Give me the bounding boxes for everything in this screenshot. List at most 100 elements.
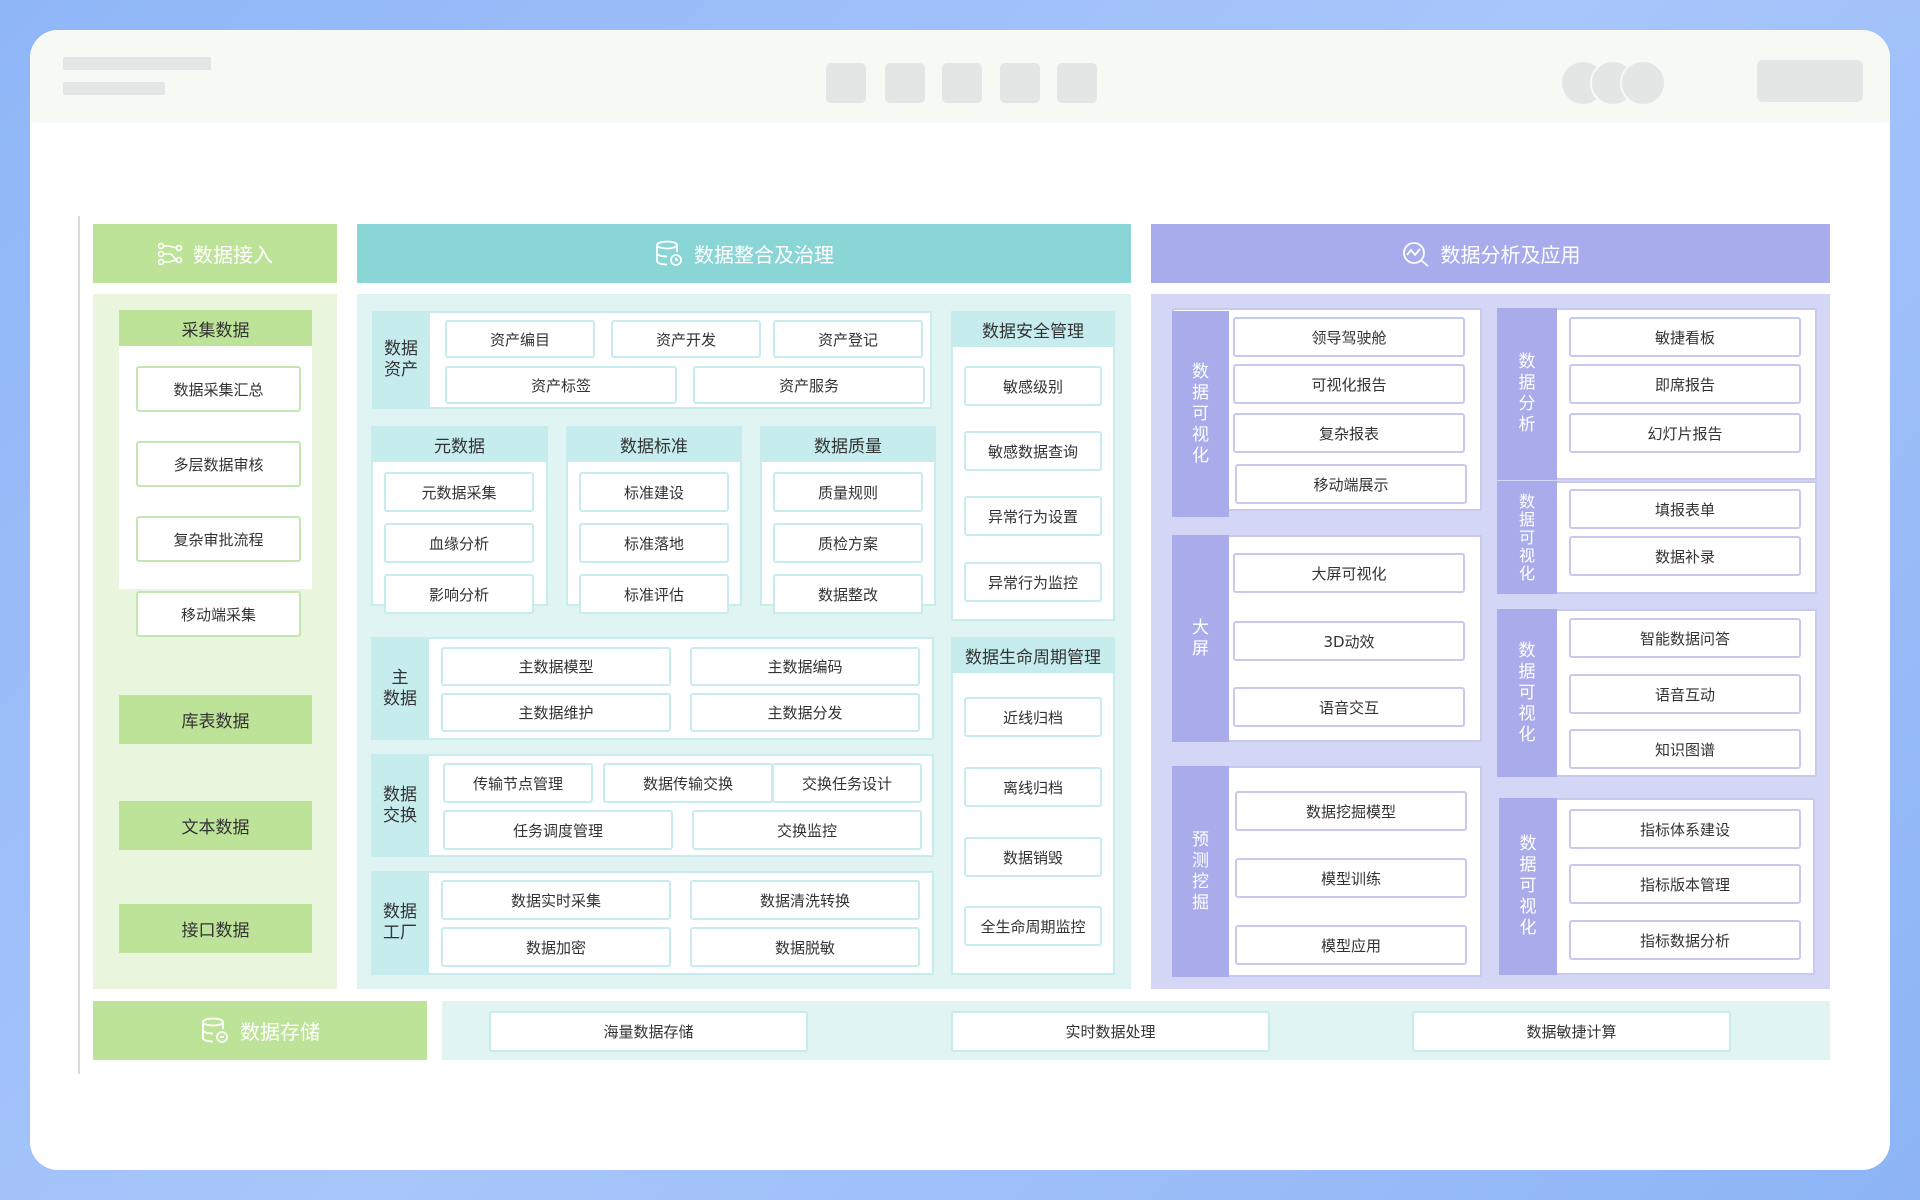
access-header-label: 数据接入 [193,243,273,267]
tab-table-data[interactable]: 库表数据 [119,695,312,744]
master-item[interactable]: 主数据分发 [690,693,920,732]
vis-label: 数 据 可 视 化 [1172,311,1229,517]
storage-item[interactable]: 数据敏捷计算 [1412,1011,1731,1052]
asset-item[interactable]: 资产开发 [611,320,761,358]
storage-item[interactable]: 海量数据存储 [489,1011,808,1052]
meta-item[interactable]: 影响分析 [384,574,534,614]
title-placeholder [63,57,211,70]
screen-item[interactable]: 语音交互 [1233,687,1465,727]
tab-api-data[interactable]: 接口数据 [119,904,312,953]
asset-label: 数据 资产 [372,311,430,409]
asset-item[interactable]: 资产服务 [693,366,925,404]
lifecycle-item[interactable]: 近线归档 [964,697,1102,737]
factory-item[interactable]: 数据加密 [441,927,671,967]
asset-item[interactable]: 资产标签 [445,366,677,404]
vis-item[interactable]: 复杂报表 [1233,413,1465,453]
vis4-item[interactable]: 指标版本管理 [1569,864,1801,904]
database-icon [200,1016,230,1046]
collect-item[interactable]: 多层数据审核 [136,441,301,487]
divider [78,216,80,1074]
network-icon [157,242,183,266]
security-item[interactable]: 敏感级别 [964,366,1102,406]
standard-item[interactable]: 标准落地 [579,523,729,563]
toolbar-button[interactable] [1057,63,1097,103]
lifecycle-item[interactable]: 数据销毁 [964,837,1102,877]
vis3-item[interactable]: 知识图谱 [1569,729,1801,769]
standard-item[interactable]: 标准建设 [579,472,729,512]
quality-item[interactable]: 数据整改 [773,574,923,614]
vis-item[interactable]: 可视化报告 [1233,364,1465,404]
collect-item[interactable]: 移动端采集 [136,591,301,637]
meta-title: 元数据 [371,426,548,462]
tab-text-data[interactable]: 文本数据 [119,801,312,850]
quality-title: 数据质量 [760,426,936,462]
vis2-item[interactable]: 数据补录 [1569,536,1801,576]
governance-header: 数据整合及治理 [357,224,1131,283]
analyze-item[interactable]: 即席报告 [1569,364,1801,404]
master-item[interactable]: 主数据模型 [441,647,671,686]
vis2-item[interactable]: 填报表单 [1569,489,1801,529]
exchange-label: 数据 交换 [371,754,429,857]
chart-search-icon [1401,240,1431,268]
meta-item[interactable]: 血缘分析 [384,523,534,563]
storage-panel: 海量数据存储 实时数据处理 数据敏捷计算 [442,1001,1830,1060]
analyze-item[interactable]: 敏捷看板 [1569,317,1801,357]
screen-item[interactable]: 3D动效 [1233,621,1465,661]
quality-item[interactable]: 质量规则 [773,472,923,512]
toolbar-button[interactable] [826,63,866,103]
factory-item[interactable]: 数据脱敏 [690,927,920,967]
vis4-item[interactable]: 指标体系建设 [1569,809,1801,849]
exchange-item[interactable]: 交换任务设计 [772,763,922,803]
access-header: 数据接入 [93,224,337,283]
top-bar [30,30,1890,123]
factory-item[interactable]: 数据清洗转换 [690,880,920,920]
governance-panel: 数据 资产 资产编目 资产开发 资产登记 资产标签 资产服务 元数据 元数据采集… [357,294,1131,989]
security-item[interactable]: 敏感数据查询 [964,431,1102,471]
subtitle-placeholder [63,82,165,95]
asset-item[interactable]: 资产登记 [773,320,923,358]
avatar[interactable] [1620,60,1666,106]
vis3-item[interactable]: 智能数据问答 [1569,618,1801,658]
security-item[interactable]: 异常行为监控 [964,562,1102,602]
quality-item[interactable]: 质检方案 [773,523,923,563]
toolbar-button[interactable] [942,63,982,103]
security-item[interactable]: 异常行为设置 [964,496,1102,536]
collect-item[interactable]: 复杂审批流程 [136,516,301,562]
predict-item[interactable]: 数据挖掘模型 [1235,791,1467,831]
master-item[interactable]: 主数据编码 [690,647,920,686]
vis3-item[interactable]: 语音互动 [1569,674,1801,714]
analyze-item[interactable]: 幻灯片报告 [1569,413,1801,453]
storage-item[interactable]: 实时数据处理 [951,1011,1270,1052]
analysis-header-label: 数据分析及应用 [1440,243,1581,267]
predict-label: 预 测 挖 掘 [1172,766,1229,977]
toolbar-button[interactable] [1000,63,1040,103]
screen-item[interactable]: 大屏可视化 [1233,553,1465,593]
predict-item[interactable]: 模型训练 [1235,858,1467,898]
action-button[interactable] [1757,60,1863,102]
vis-item[interactable]: 领导驾驶舱 [1233,317,1465,357]
exchange-item[interactable]: 数据传输交换 [603,763,773,803]
access-panel: 采集数据 数据采集汇总 多层数据审核 复杂审批流程 移动端采集 库表数据 文本数… [93,294,337,989]
exchange-item[interactable]: 交换监控 [692,810,922,850]
exchange-item[interactable]: 任务调度管理 [443,810,673,850]
meta-item[interactable]: 元数据采集 [384,472,534,512]
factory-item[interactable]: 数据实时采集 [441,880,671,920]
exchange-item[interactable]: 传输节点管理 [443,763,593,803]
analysis-panel: 数 据 可 视 化 领导驾驶舱 可视化报告 复杂报表 移动端展示 大 屏 大屏可… [1151,294,1830,989]
predict-item[interactable]: 模型应用 [1235,925,1467,965]
collect-item[interactable]: 数据采集汇总 [136,366,301,412]
storage-header: 数据存储 [93,1001,427,1060]
lifecycle-item[interactable]: 全生命周期监控 [964,906,1102,946]
factory-label: 数据 工厂 [371,871,429,975]
analyze-label: 数 据 分 析 [1497,308,1557,480]
vis2-label: 数 据 可 视 化 [1497,481,1557,594]
standard-item[interactable]: 标准评估 [579,574,729,614]
vis3-label: 数 据 可 视 化 [1497,609,1557,777]
master-item[interactable]: 主数据维护 [441,693,671,732]
analysis-header: 数据分析及应用 [1151,224,1830,283]
lifecycle-item[interactable]: 离线归档 [964,767,1102,807]
asset-item[interactable]: 资产编目 [445,320,595,358]
vis-item[interactable]: 移动端展示 [1235,464,1467,504]
toolbar-button[interactable] [885,63,925,103]
vis4-item[interactable]: 指标数据分析 [1569,920,1801,960]
